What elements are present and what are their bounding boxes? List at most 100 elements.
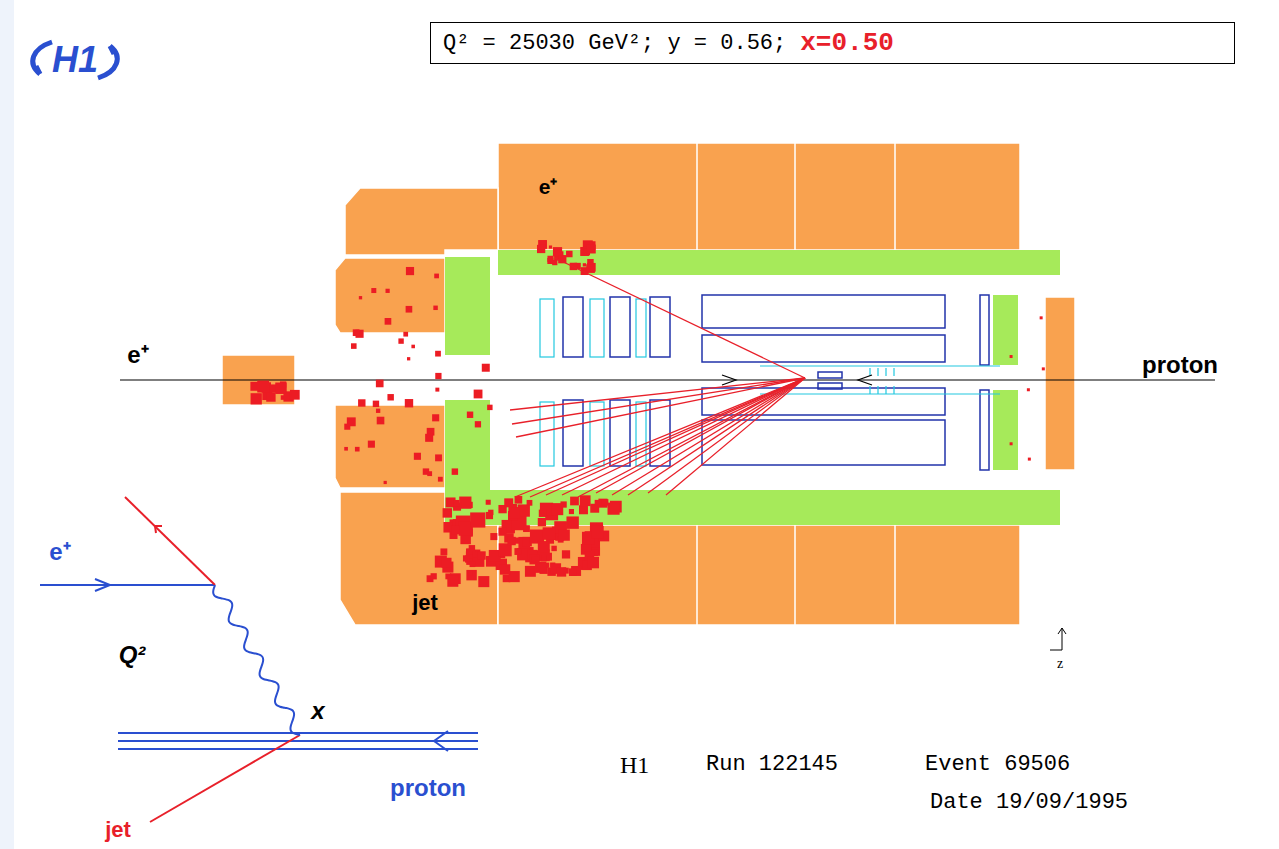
photon-line [213,585,300,735]
feynman-label: Q² [119,643,146,667]
feynman-label: x [311,699,324,723]
energy-cell [598,499,607,508]
track [555,258,805,378]
energy-cell [376,380,384,388]
energy-cell [590,504,599,513]
energy-cell [566,251,572,257]
track [578,378,805,497]
energy-cell [537,245,545,253]
energy-cell [466,548,472,554]
energy-cell [488,510,493,515]
energy-cell [434,274,439,279]
energy-cell [427,471,432,476]
energy-cell [386,289,390,293]
forward-tracker [540,299,1000,466]
energy-cell [541,556,547,562]
lar-calorimeter [445,250,1060,525]
energy-cell [566,516,578,528]
energy-cell [1010,355,1013,358]
energy-cell [403,332,408,337]
energy-cell [431,573,437,579]
energy-cell [562,550,570,558]
beam-label: e⁺ [127,343,148,367]
energy-cell [432,414,439,421]
energy-cell [452,468,458,474]
energy-cell [435,373,441,379]
run-number: Run 122145 [706,754,838,776]
energy-cell [475,421,481,427]
energy-cell [474,390,483,399]
energy-cell [499,543,512,556]
energy-cell [359,296,362,299]
energy-cell [559,529,570,540]
energy-cell [407,357,410,360]
track [628,378,805,495]
energy-cell [486,500,491,505]
energy-cell [467,412,473,418]
energy-cell [368,441,375,448]
energy-cell [440,548,447,555]
energy-cell [266,392,275,401]
energy-cell [543,527,555,539]
energy-cell [504,498,513,507]
beam-label: proton [1142,353,1218,377]
event-number: Event 69506 [925,754,1070,776]
energy-cell [1027,388,1030,391]
event-date: Date 19/09/1995 [930,792,1128,814]
energy-cell [250,382,259,391]
energy-cell [353,329,360,336]
energy-cell [405,399,413,407]
energy-cell [433,306,437,310]
energy-cell [551,503,563,515]
energy-cell [1010,442,1013,445]
energy-cell [371,288,376,293]
energy-cell [482,364,490,372]
energy-cell [569,568,577,576]
track [515,378,805,497]
energy-cell [551,546,556,551]
logo-text: H1 [52,42,98,78]
energy-cell [553,247,562,256]
energy-cell [385,318,392,325]
energy-cell [587,245,596,254]
beam-line [120,379,1215,380]
energy-cell [1040,316,1043,319]
iron-yoke [222,143,1075,625]
energy-deposits [250,240,1044,587]
beam-arrow [858,375,872,385]
energy-cell [398,338,403,343]
energy-cell [532,556,538,562]
energy-cell [586,264,595,273]
energy-cell [384,481,387,484]
jet-label: jet [412,592,438,614]
energy-cell [351,343,357,349]
energy-cell [547,256,553,262]
feynman-label: proton [390,776,466,800]
experiment-name: H1 [620,753,649,777]
energy-cell [466,570,476,580]
energy-cell [579,505,588,514]
energy-cell [514,548,521,555]
energy-cell [508,507,519,518]
energy-cell [523,525,530,532]
energy-cell [435,388,439,392]
axis-symbol [1050,628,1066,650]
track [562,378,805,495]
beam-arrow [722,375,736,385]
energy-cell [509,571,520,582]
energy-cell [583,263,586,266]
energy-cell [442,558,452,568]
energy-cell [570,497,579,506]
track [666,378,805,495]
track [530,378,805,497]
energy-cell [387,394,393,400]
energy-cell [438,477,443,482]
energy-cell [1042,367,1045,370]
energy-cell [529,554,539,564]
track [648,378,805,493]
particle-tracks [510,258,805,497]
energy-cell [588,557,599,568]
particle-label: e⁺ [539,176,558,197]
